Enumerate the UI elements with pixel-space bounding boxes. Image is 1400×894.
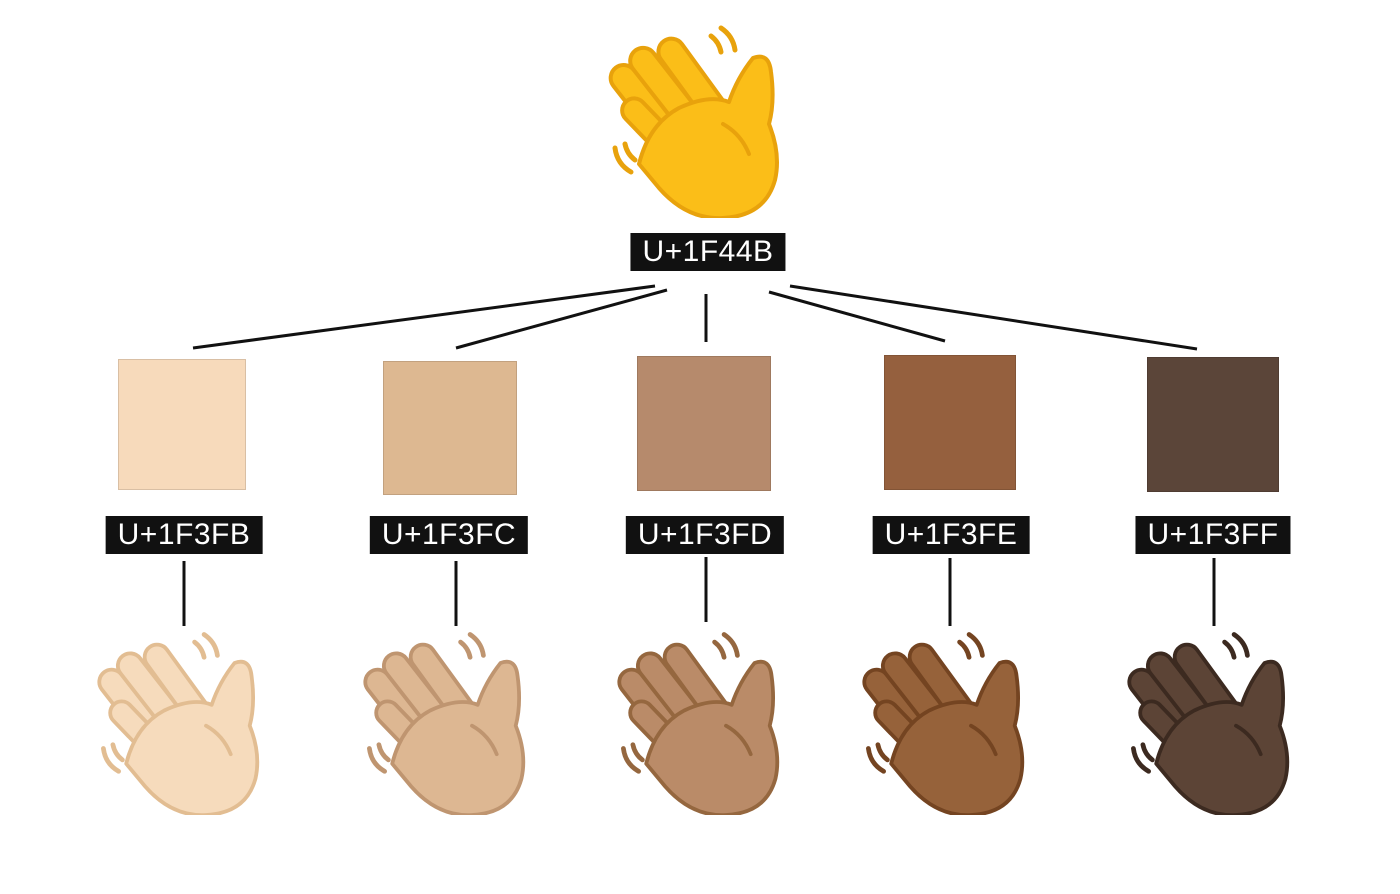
connector-line [768, 290, 946, 343]
modifier-code-label: U+1F3FF [1135, 516, 1291, 554]
waving-hand-medium-light-skin-tone-icon [363, 632, 526, 817]
waving-hand-icon [608, 25, 779, 221]
waving-hand-dark-skin-tone-icon [1127, 632, 1290, 817]
connector-line [789, 284, 1198, 351]
waving-hand-medium-dark-skin-tone-icon [862, 632, 1025, 817]
skin-tone-swatch [118, 359, 246, 490]
modified-hand [358, 625, 548, 817]
modified-hand [612, 625, 802, 817]
base-code-label: U+1F44B [630, 233, 786, 271]
modifier-code-label: U+1F3FB [105, 516, 263, 554]
modified-hand [1122, 625, 1312, 817]
modified-hand [92, 625, 282, 817]
skin-tone-swatch [884, 355, 1016, 490]
modified-hand [857, 625, 1047, 817]
connector-line [455, 288, 668, 350]
skin-tone-swatch [383, 361, 517, 495]
modifier-code-label: U+1F3FD [625, 516, 785, 554]
waving-hand-medium-skin-tone-icon [617, 632, 780, 817]
connector-line [192, 284, 656, 350]
waving-hand-light-skin-tone-icon [97, 632, 260, 817]
skin-tone-swatch [1147, 357, 1279, 492]
modifier-code-label: U+1F3FC [369, 516, 529, 554]
waving-hand-icon [603, 18, 803, 221]
modifier-code-label: U+1F3FE [872, 516, 1030, 554]
skin-tone-swatch [637, 356, 771, 491]
